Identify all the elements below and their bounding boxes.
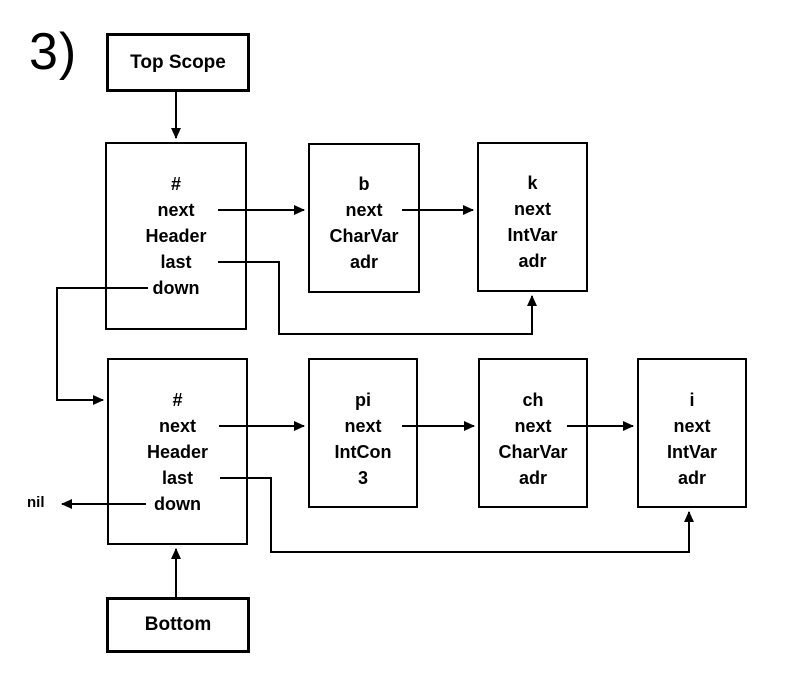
field-name: b [358,174,370,194]
field-last: last [161,467,194,488]
node-top-scope: Top Scope [106,33,250,92]
field-name: # [170,174,181,194]
nil-label: nil [27,494,45,511]
node-var-i: i next IntVar adr [637,358,747,508]
field-adr: adr [677,468,706,488]
field-adr: adr [518,468,547,488]
field-name: ch [522,390,544,410]
node-bottom: Bottom [106,597,250,653]
field-type: CharVar [329,226,399,246]
node-var-k: k next IntVar adr [477,142,588,292]
field-down: down [154,493,201,514]
node-label: Bottom [144,614,212,635]
node-header-bottom: # next Header last down [107,358,248,545]
field-type: Header [146,441,209,462]
field-type: CharVar [498,442,568,462]
field-type: IntVar [666,442,718,462]
field-value: 3 [357,468,368,488]
field-name: i [689,390,695,410]
figure-label: 3) [29,23,78,81]
field-adr: adr [349,252,378,272]
node-label: Top Scope [130,51,226,73]
field-next: next [157,200,195,220]
field-name: pi [355,390,371,410]
field-name: k [527,173,538,193]
field-type: IntVar [507,225,558,245]
field-type: IntCon [334,442,392,462]
field-adr: adr [518,251,547,271]
field-type: Header [145,226,207,246]
field-next: next [344,416,382,436]
field-name: # [172,389,183,410]
field-next: next [673,416,711,436]
node-header-top: # next Header last down [105,142,247,330]
node-var-b: b next CharVar adr [308,143,420,293]
field-next: next [514,416,552,436]
field-down: down [152,278,200,298]
arrow-headerbottom-last-to-i [220,477,694,553]
node-var-ch: ch next CharVar adr [478,358,588,508]
field-next: next [158,415,196,436]
field-next: next [345,200,383,220]
field-last: last [160,252,192,272]
node-const-pi: pi next IntCon 3 [308,358,418,508]
field-next: next [513,199,551,219]
